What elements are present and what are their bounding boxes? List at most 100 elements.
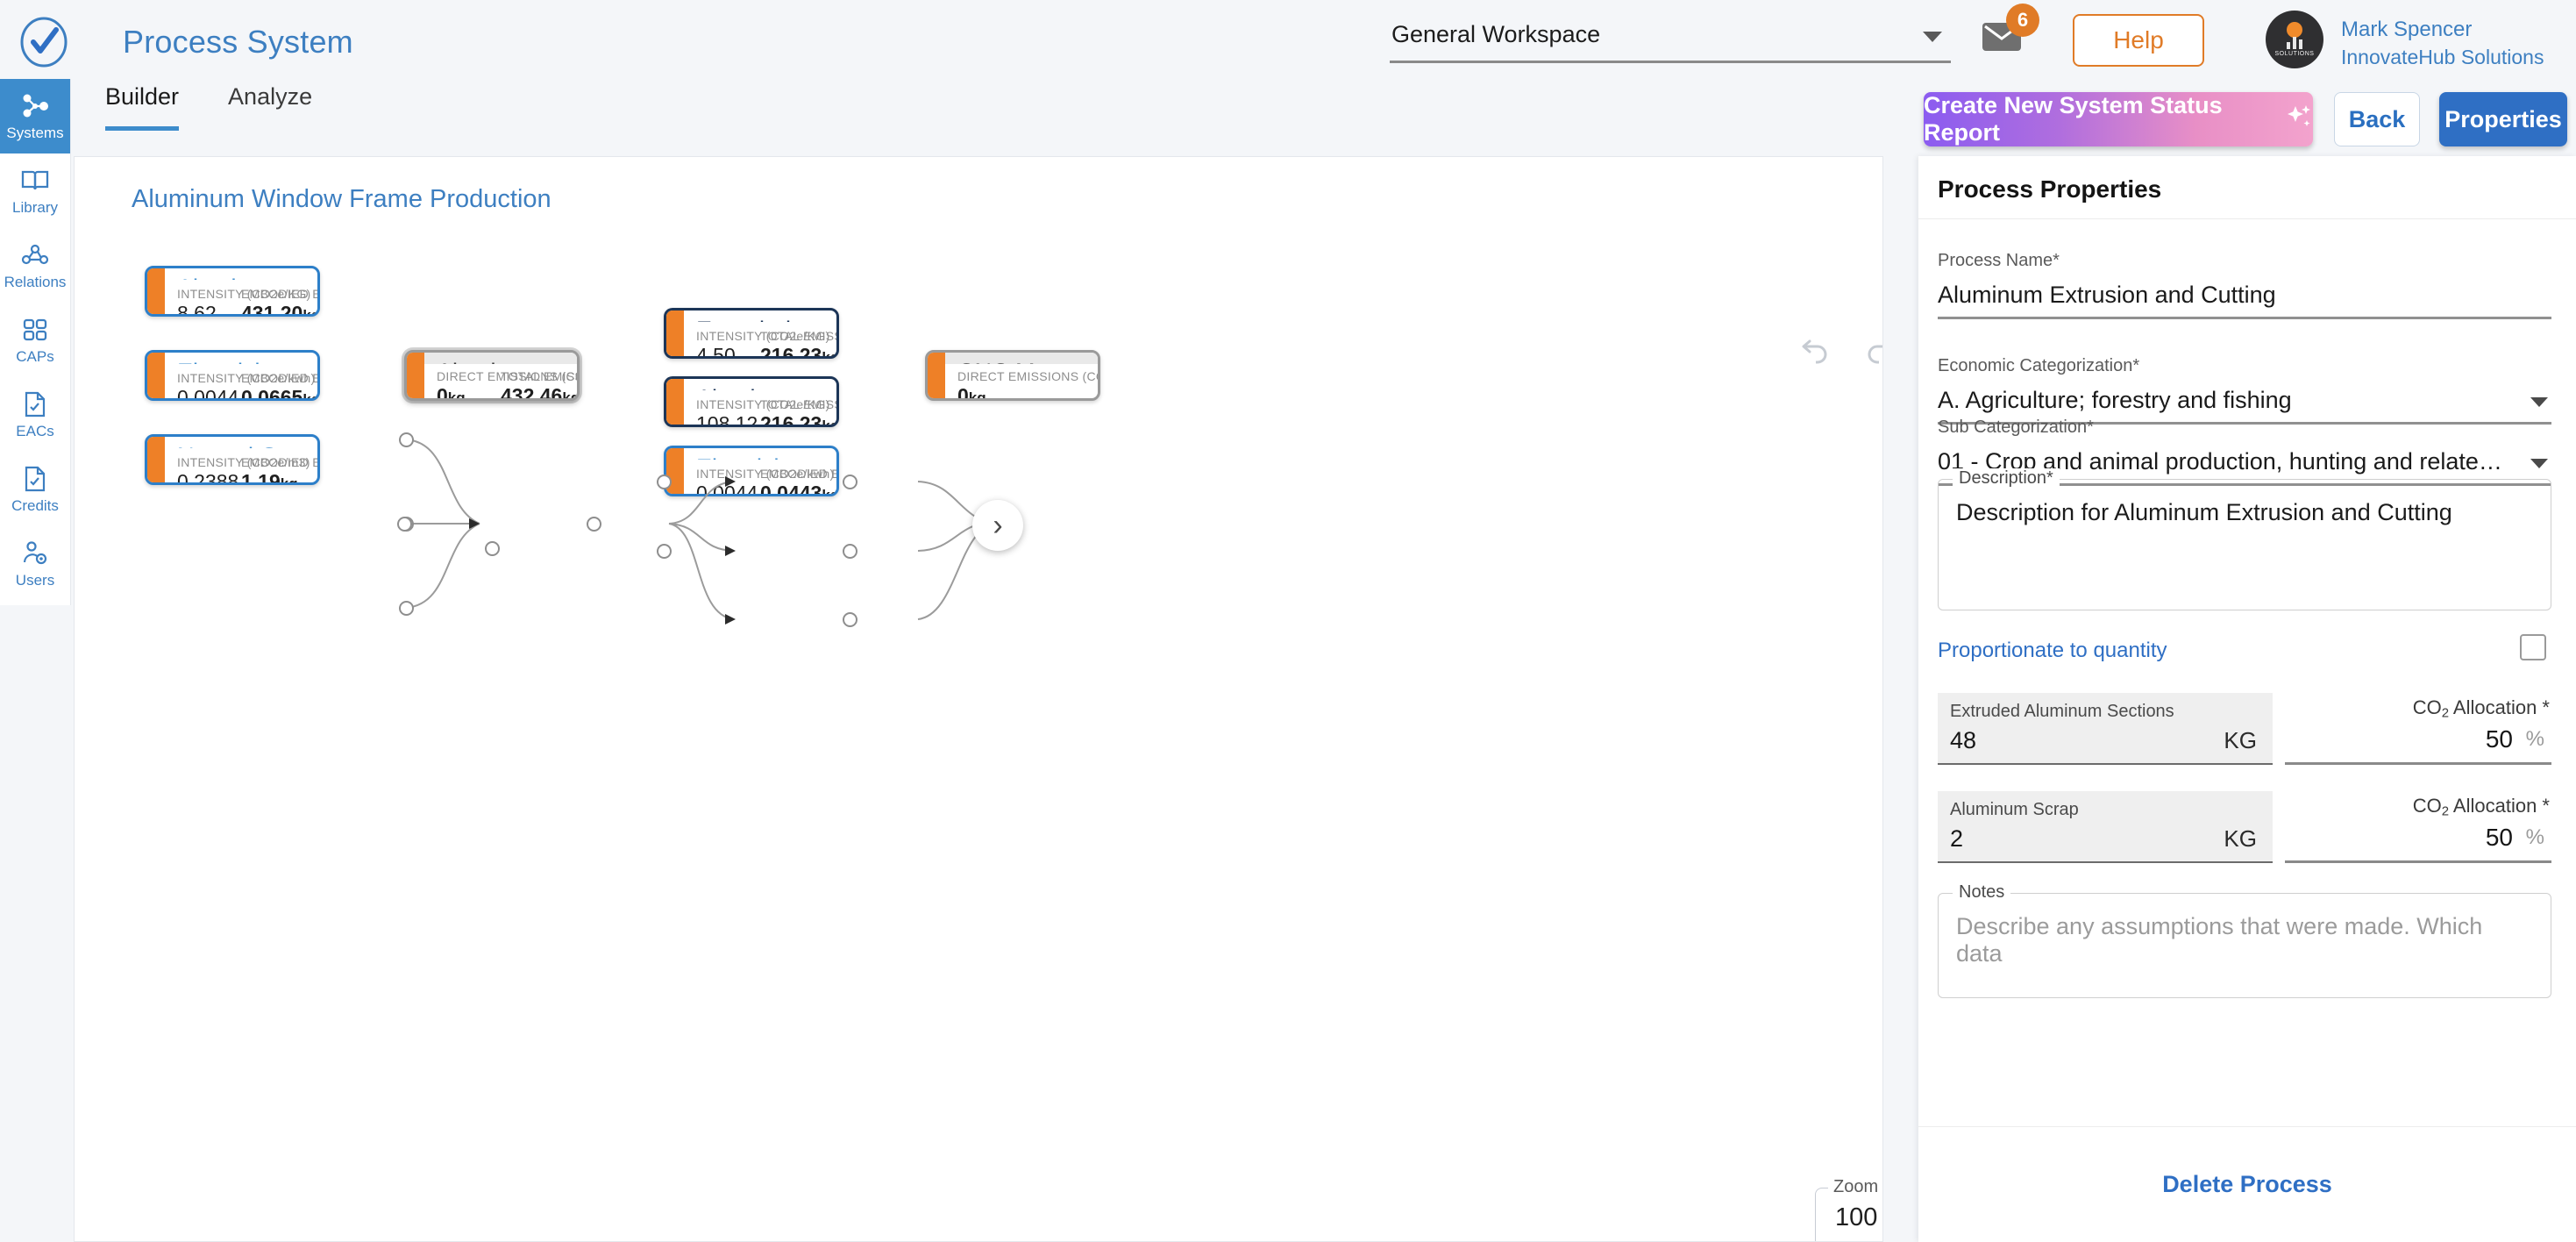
process-name-input[interactable]: Aluminum Extrusion and Cutting <box>1938 282 2551 319</box>
description-label: Description* <box>1953 468 2060 489</box>
sidebar-label-credits: Credits <box>11 496 59 514</box>
relations-icon <box>20 240 50 270</box>
properties-button[interactable]: Properties <box>2439 92 2567 146</box>
delete-process-button[interactable]: Delete Process <box>2162 1171 2332 1197</box>
sidebar-item-relations[interactable]: Relations <box>0 228 70 303</box>
economic-categorization-field[interactable]: Economic Categorization* A. Agriculture;… <box>1938 356 2551 425</box>
create-new-system-status-report-button[interactable]: Create New System Status Report <box>1924 92 2313 146</box>
sidebar-label-systems: Systems <box>6 124 64 141</box>
quantity-field[interactable]: Aluminum Scrap 2 KG <box>1938 791 2273 863</box>
node-aluminum-extrusion-and-cutting[interactable]: Aluminum Extrusion and Cu… DIRECT EMISSI… <box>404 350 580 401</box>
description-field[interactable]: Description* Description for Aluminum Ex… <box>1938 468 2551 610</box>
process-properties-panel: Process Properties Process Name* Aluminu… <box>1918 156 2576 1242</box>
quantity-field[interactable]: Extruded Aluminum Sections 48 KG <box>1938 693 2273 765</box>
sub-categorization-select[interactable]: 01 - Crop and animal production, hunting… <box>1938 448 2551 486</box>
canvas-title[interactable]: Aluminum Window Frame Production <box>132 185 551 213</box>
avatar-dot <box>2287 22 2302 38</box>
sidebar-item-caps[interactable]: CAPs <box>0 303 70 377</box>
undo-arrow-icon[interactable] <box>1793 332 1832 371</box>
co2-allocation-value[interactable]: 50 <box>2485 725 2513 753</box>
co2-allocation-value[interactable]: 50 <box>2485 824 2513 851</box>
node-title: Aluminum Extrusion and Cu… <box>424 353 577 364</box>
metric-value: 0.0044 <box>696 482 758 496</box>
node-port-out[interactable] <box>843 475 857 489</box>
sidebar-label-users: Users <box>15 571 55 589</box>
metric-key: TOTAL EMISSIONS (CO2e) <box>760 329 836 343</box>
user-name[interactable]: Mark Spencer <box>2341 18 2473 41</box>
zoom-level-field[interactable]: Zoom level 100 % <box>1815 1177 1882 1241</box>
node-aluminum-scrap[interactable]: Aluminum Scrap INTENSITY (CO2e/KG) 108.1… <box>664 376 839 427</box>
node-status-stripe <box>147 353 165 398</box>
metric-value: 0.0443kg <box>760 482 839 496</box>
description-input[interactable]: Description for Aluminum Extrusion and C… <box>1956 499 2452 525</box>
sidebar-label-caps: CAPs <box>16 347 54 365</box>
co2-allocation-unit: % <box>2525 825 2544 849</box>
help-button[interactable]: Help <box>2073 14 2204 67</box>
node-cnc-machining[interactable]: CNC Machini DIRECT EMISSIONS (CO 0kg <box>925 350 1100 401</box>
node-port-in[interactable] <box>397 517 412 532</box>
quantity-label: Aluminum Scrap <box>1950 800 2079 819</box>
notes-input[interactable]: Describe any assumptions that were made.… <box>1956 913 2483 967</box>
node-port-bottom[interactable] <box>485 541 500 556</box>
redo-arrow-icon[interactable] <box>1863 332 1882 371</box>
avatar[interactable]: SOLUTIONS <box>2266 11 2323 68</box>
metric-key: EMBODIED EMISSIONS (CO2e) <box>241 287 320 301</box>
zoom-level-label: Zoom level <box>1828 1177 1882 1197</box>
metric-key: DIRECT EMISSIONS (CO <box>957 369 1100 383</box>
metric-value: 431.20kg <box>241 302 320 317</box>
notes-field[interactable]: Notes Describe any assumptions that were… <box>1938 882 2551 998</box>
process-canvas[interactable]: Aluminum Window Frame Production <box>74 156 1883 1242</box>
tab-analyze[interactable]: Analyze <box>228 83 313 110</box>
node-extruded-aluminum-sections[interactable]: Extruded Aluminum Sections INTENSITY (CO… <box>664 308 839 359</box>
metric-value: 0.0044 <box>177 386 239 401</box>
node-title: Electricity <box>684 448 836 460</box>
chevron-right-icon[interactable]: › <box>972 500 1023 551</box>
node-port-in[interactable] <box>657 544 672 559</box>
metric-value: 216.23kg <box>760 412 839 427</box>
tab-builder[interactable]: Builder <box>105 83 180 131</box>
metric-key: INTENSITY (CO2e/KG) <box>177 287 311 301</box>
metric-key: INTENSITY (CO2e/m3) <box>177 455 310 469</box>
node-port-out[interactable] <box>399 601 414 616</box>
panel-footer: Delete Process <box>1918 1126 2576 1242</box>
sidebar-item-library[interactable]: Library <box>0 153 70 228</box>
app-logo[interactable] <box>9 7 79 77</box>
zoom-level-value: 100 <box>1835 1203 1878 1231</box>
proportionate-to-quantity-row[interactable]: Proportionate to quantity <box>1938 634 2551 674</box>
proportionate-checkbox[interactable] <box>2520 634 2546 660</box>
sidebar-item-users[interactable]: Users <box>0 526 70 601</box>
node-port-in[interactable] <box>657 475 672 489</box>
node-aluminum-ingots-6061[interactable]: Aluminum Ingots 6061 INTENSITY (CO2e/KG)… <box>145 266 320 317</box>
economic-categorization-select[interactable]: A. Agriculture; forestry and fishing <box>1938 387 2551 425</box>
book-icon <box>20 166 50 196</box>
back-button[interactable]: Back <box>2334 92 2420 146</box>
process-name-field[interactable]: Process Name* Aluminum Extrusion and Cut… <box>1938 251 2551 319</box>
sidebar-item-credits[interactable]: Credits <box>0 452 70 526</box>
sidebar-item-eacs[interactable]: EACs <box>0 377 70 452</box>
co2-allocation-field[interactable]: CO2 Allocation * 50 % <box>2285 791 2551 863</box>
co2-allocation-field[interactable]: CO2 Allocation * 50 % <box>2285 693 2551 765</box>
metric-value: 108.12 <box>696 412 758 427</box>
sub-categorization-label: Sub Categorization* <box>1938 418 2094 437</box>
node-port-out[interactable] <box>843 544 857 559</box>
node-electricity-secondary[interactable]: Electricity INTENSITY (CO2e/kwh) 0.0044 … <box>664 446 839 496</box>
co2-allocation-unit: % <box>2525 727 2544 751</box>
sidebar-item-systems[interactable]: Systems <box>0 79 70 153</box>
workspace-select[interactable]: General Workspace <box>1390 16 1951 63</box>
notes-label: Notes <box>1953 882 2011 903</box>
node-electricity-input[interactable]: Electricity INTENSITY (CO2e/kwh) 0.0044 … <box>145 350 320 401</box>
grid-squares-icon <box>22 315 48 345</box>
metric-value: 1.19kg <box>241 470 298 485</box>
node-status-stripe <box>147 268 165 314</box>
quantity-value[interactable]: 48 <box>1950 727 1977 753</box>
node-natural-gas[interactable]: Natural Gas INTENSITY (CO2e/m3) 0.2388 E… <box>145 434 320 485</box>
node-port-out[interactable] <box>587 517 601 532</box>
chevron-down-icon <box>1923 32 1942 42</box>
quantity-value[interactable]: 2 <box>1950 825 1964 852</box>
metric-value: 432.46kg <box>501 384 580 401</box>
node-port-out[interactable] <box>843 612 857 627</box>
node-port-out[interactable] <box>399 432 414 447</box>
sub-categorization-field[interactable]: Sub Categorization* 01 - Crop and animal… <box>1938 418 2551 486</box>
chevron-down-icon <box>2530 459 2548 468</box>
